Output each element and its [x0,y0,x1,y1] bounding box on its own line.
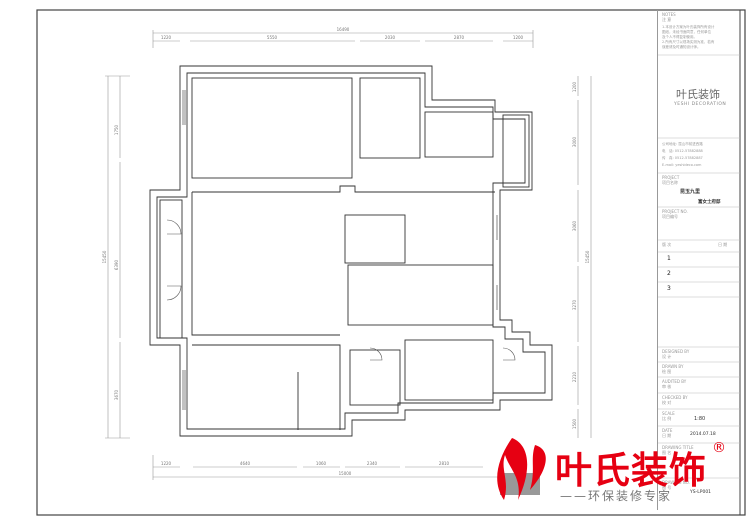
dim-left-2: 6390 [114,259,119,270]
checked-by-cn: 校 对 [662,400,672,405]
dim-right-2: 3000 [572,136,577,147]
title-block: NOTES 注 意 1.本设计方案为叶氏装饰所有设计 图纸，未经书面同意，任何单… [657,10,741,510]
client-name: 富女士府邸 [698,200,721,205]
scale-label: SCALE [662,411,675,416]
yeshi-logo-icon [497,438,546,500]
drawing-no-value: YS-LP001 [690,490,712,495]
registered-mark: ® [712,440,726,456]
left-dimension-lines [105,75,130,439]
date-label: DATE [662,428,673,433]
project-no-cn: 项目编号 [662,214,678,219]
drawing-no-cn: 图 号 [662,485,672,490]
walls [149,65,553,437]
bottom-dimension-lines [152,455,500,480]
revision-1: 1 [667,255,671,262]
project-label: PROJECT [662,175,680,180]
dim-bottom-3: 1060 [316,461,327,466]
company-address: 公司地址: 昆山市前进西路 [662,142,703,146]
project-no-label: PROJECT NO. [662,209,688,214]
dim-right-4: 3270 [572,299,577,310]
dim-top-total: 16490 [337,27,350,32]
dim-bottom-2: 4640 [240,461,251,466]
project-name: 昆玉九里 [680,189,701,195]
dim-top-3: 2030 [385,35,396,40]
top-dimension-lines [152,30,534,48]
notes-line: 误差请及时通知设计师。 [662,45,701,49]
project-cn: 项目名称 [662,180,678,185]
notes-line: 2.所有尺寸以现场实测为准，若有 [662,40,715,44]
dim-left-total: 15450 [102,250,107,263]
checked-by-label: CHECKED BY [662,395,688,400]
door-swings [166,219,516,361]
designed-by-cn: 设 计 [662,354,672,359]
notes-cn: 注 意 [662,17,672,22]
company-email: E-mail: yeshideco.com [662,163,702,167]
drawing-no-label: DRAWING NO. [662,480,690,485]
date-value: 2014.07.18 [690,432,716,437]
drawn-by-cn: 绘 图 [662,369,672,374]
revision-2: 2 [667,270,671,277]
drawing-title-label: DRAWING TITLE [662,445,694,450]
dim-bottom-1: 1220 [161,461,172,466]
company-fax: 传 真: 0512-57882887 [662,156,703,160]
dim-bottom-total: 15000 [339,471,352,476]
dim-right-6: 1500 [572,418,577,429]
watermark-slogan: ——环保装修专家 [560,489,673,503]
notes-label: NOTES [662,12,676,17]
scale-cn: 比 例 [662,416,672,421]
dim-top-5: 1200 [513,35,524,40]
company-phone: 电 话: 0512-57882888 [662,149,703,153]
right-dimension-lines [577,76,592,438]
audited-by-label: AUDITED BY [662,379,687,384]
dim-right-1: 1200 [572,81,577,92]
revision-label: 版 次 [662,242,672,247]
revision-date-label: 日 期 [718,242,728,247]
company-name-en: YESHI DECORATION [674,102,727,107]
watermark-brand: 叶氏装饰 [555,449,707,492]
dim-left-1: 1750 [114,124,119,135]
dim-right-5: 2210 [572,371,577,382]
notes-line: 1.本设计方案为叶氏装饰所有设计 [662,25,715,29]
dim-right-3: 3060 [572,220,577,231]
dim-top-2: 5550 [267,35,278,40]
dim-right-total: 15450 [585,250,590,263]
notes-line: 及个人不得复制使用。 [662,35,697,39]
dim-left-3: 3670 [114,389,119,400]
dim-bottom-5: 2810 [439,461,450,466]
notes-line: 图纸，未经书面同意，任何单位 [662,30,711,34]
dim-bottom-4: 2340 [367,461,378,466]
dim-top-1: 1220 [161,35,172,40]
windows [182,90,498,410]
date-cn: 日 期 [662,433,672,438]
company-name: 叶氏装饰 [676,88,720,101]
drawn-by-label: DRAWN BY [662,364,684,369]
designed-by-label: DESIGNED BY [662,349,690,354]
drawing-title-cn: 图 名 [662,450,672,455]
audited-by-cn: 审 核 [662,384,672,389]
title-block-lines [657,54,740,479]
revision-3: 3 [667,285,671,292]
scale-value: 1:80 [694,416,706,422]
sheet-border [36,9,746,516]
dim-top-4: 2870 [454,35,465,40]
